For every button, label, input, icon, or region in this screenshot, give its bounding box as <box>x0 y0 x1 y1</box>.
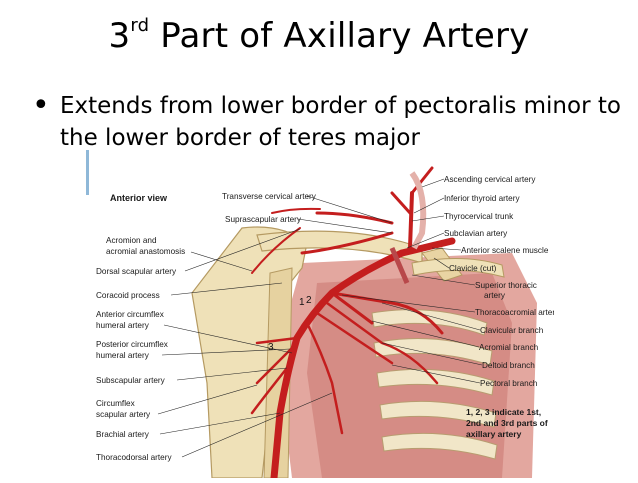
leader-lines <box>157 178 483 458</box>
label-deltoid-branch: Deltoid branch <box>482 361 535 370</box>
title-superscript: rd <box>130 14 150 36</box>
ribs <box>371 309 498 460</box>
label-acromion-2: acromial anastomosis <box>106 247 185 256</box>
label-circ-scap-1: Circumflex <box>96 399 135 408</box>
label-ascending-cervical: Ascending cervical artery <box>444 175 536 184</box>
scalene-muscle-shape <box>389 247 410 284</box>
label-subscapular: Subscapular artery <box>96 376 166 385</box>
label-circ-scap-2: scapular artery <box>96 410 151 419</box>
part-number-3: 3 <box>268 342 274 353</box>
note-line-1: 1, 2, 3 indicate 1st, <box>466 407 541 417</box>
title-number: 3 <box>108 16 131 56</box>
part-number-2: 2 <box>306 295 312 306</box>
label-thoracodorsal: Thoracodorsal artery <box>96 453 172 462</box>
label-coracoid: Coracoid process <box>96 291 160 300</box>
label-clavicle: Clavicle (cut) <box>449 264 497 273</box>
label-brachial: Brachial artery <box>96 430 150 439</box>
label-inferior-thyroid: Inferior thyroid artery <box>444 194 520 203</box>
label-post-circ-2: humeral artery <box>96 351 150 360</box>
label-acromion-1: Acromion and <box>106 236 157 245</box>
label-post-circ-1: Posterior circumflex <box>96 340 168 349</box>
label-ant-circ-1: Anterior circumflex <box>96 310 164 319</box>
part-numbers: 1 2 3 <box>268 295 312 353</box>
label-superior-thoracic-2: artery <box>484 291 506 300</box>
neck-muscle-shape <box>409 171 427 250</box>
first-rib-shape <box>411 258 505 278</box>
bullet-dot-icon: • <box>32 88 50 123</box>
bullet-text: Extends from lower border of pectoralis … <box>60 93 621 151</box>
note-line-2: 2nd and 3rd parts of <box>466 418 548 428</box>
artery-tree <box>250 166 456 482</box>
anatomy-figure: 1 2 3 Anterior view Ascending cervical a… <box>92 153 560 482</box>
label-thoracoacromial: Thoracoacromial artery <box>475 308 554 317</box>
label-acromial-branch: Acromial branch <box>479 343 539 352</box>
label-superior-thoracic-1: Superior thoracic <box>475 281 537 290</box>
anatomy-illustration: 1 2 3 Anterior view Ascending cervical a… <box>96 166 560 482</box>
label-clavicular-branch: Clavicular branch <box>480 326 544 335</box>
label-subclavian: Subclavian artery <box>444 229 508 238</box>
title-text: Part of Axillary Artery <box>149 16 530 56</box>
slide-title: 3rd Part of Axillary Artery <box>0 14 638 56</box>
figure-labels: Anterior view Ascending cervical artery … <box>96 175 560 462</box>
label-thyrocervical: Thyrocervical trunk <box>444 212 514 221</box>
label-suprascapular: Suprascapular artery <box>225 215 302 224</box>
figure-note: 1, 2, 3 indicate 1st, 2nd and 3rd parts … <box>466 407 548 439</box>
decorative-line <box>86 150 89 195</box>
label-anterior-scalene: Anterior scalene muscle <box>461 246 549 255</box>
view-label: Anterior view <box>110 193 168 203</box>
label-pectoral-branch: Pectoral branch <box>480 379 538 388</box>
note-line-3: axillary artery <box>466 429 522 439</box>
label-transverse-cervical: Transverse cervical artery <box>222 192 317 201</box>
label-ant-circ-2: humeral artery <box>96 321 150 330</box>
label-dorsal-scapular: Dorsal scapular artery <box>96 267 177 276</box>
part-number-1: 1 <box>299 297 305 308</box>
